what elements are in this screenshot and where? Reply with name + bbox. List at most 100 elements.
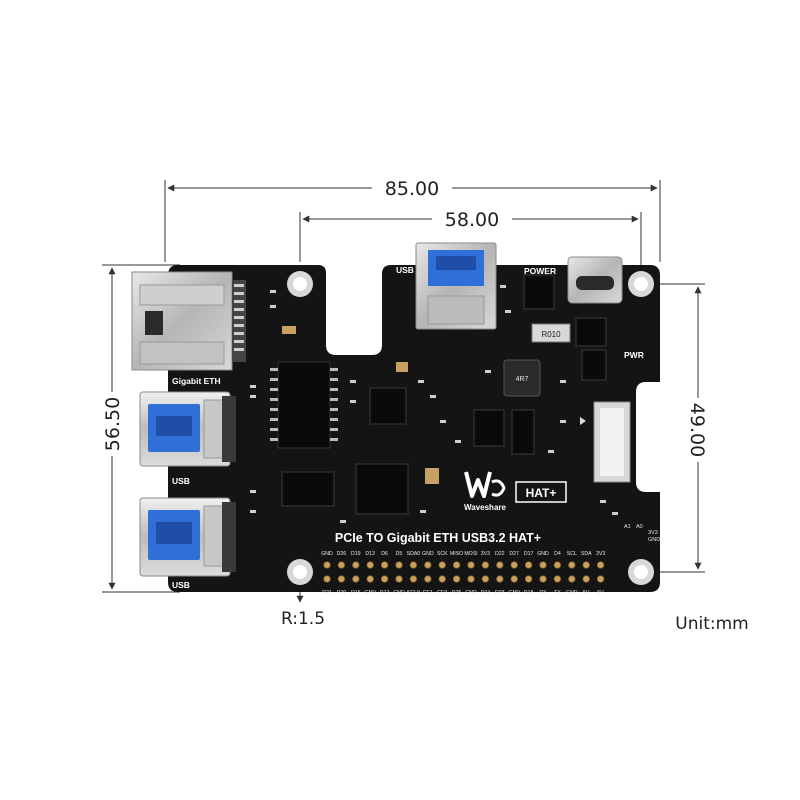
pwr-label: PWR bbox=[624, 350, 644, 360]
gpio-bottom-label: GND bbox=[465, 590, 477, 596]
gpio-pin bbox=[510, 561, 519, 569]
gpio-bottom-label: CE1 bbox=[423, 590, 433, 596]
addr-a1-label: A1 bbox=[624, 524, 631, 530]
mounting-holes bbox=[287, 271, 654, 585]
gpio-top-label: SCK bbox=[437, 551, 448, 557]
gpio-top-label: SDA0 bbox=[407, 551, 421, 557]
gpio-pin bbox=[539, 561, 547, 569]
gpio-top-label: D6 bbox=[381, 551, 388, 557]
gpio-bottom-label: D18 bbox=[524, 590, 534, 596]
gpio-pin bbox=[467, 575, 475, 583]
gpio-bottom-label: D25 bbox=[452, 590, 462, 596]
gpio-pin bbox=[495, 561, 504, 569]
gpio-top-label: MISO bbox=[450, 551, 463, 557]
gpio-header-pins bbox=[323, 561, 605, 583]
gpio-pin bbox=[467, 561, 475, 569]
gpio-pin bbox=[351, 561, 360, 569]
gpio-pin bbox=[395, 575, 403, 583]
gpio-top-label: GND bbox=[321, 551, 333, 557]
gpio-pin bbox=[438, 575, 447, 583]
gpio-top-label: SDA bbox=[581, 551, 592, 557]
hole-radius-label: R:1.5 bbox=[281, 609, 325, 629]
gpio-pin bbox=[409, 561, 418, 569]
gpio-top-label: D13 bbox=[365, 551, 375, 557]
gpio-pin bbox=[553, 575, 562, 583]
dimension-labels: 85.00 58.00 56.50 49.00 R:1.5 Unit:mm bbox=[100, 176, 749, 634]
gpio-pin bbox=[481, 561, 490, 569]
gpio-pin bbox=[596, 561, 605, 569]
board-outline bbox=[168, 265, 660, 592]
gpio-bottom-label: D21 bbox=[322, 590, 332, 596]
gpio-pin bbox=[539, 575, 547, 583]
gpio-pin bbox=[495, 575, 504, 583]
gpio-top-label: GND bbox=[422, 551, 434, 557]
gpio-bottom-label: GND bbox=[364, 590, 376, 596]
gpio-pin bbox=[409, 575, 418, 583]
gpio-top-label: 3V3 bbox=[481, 551, 490, 557]
gpio-pin bbox=[423, 561, 432, 569]
gpio-bottom-label: GND bbox=[566, 590, 578, 596]
gpio-pin bbox=[337, 575, 346, 583]
gpio-top-label: D27 bbox=[509, 551, 519, 557]
resistor-label: R010 bbox=[541, 330, 561, 339]
gnd-label: GND bbox=[648, 537, 660, 543]
gpio-top-label: D4 bbox=[554, 551, 561, 557]
gpio-pin bbox=[380, 575, 389, 583]
gpio-pin bbox=[510, 575, 519, 583]
gpio-bottom-label: D23 bbox=[495, 590, 505, 596]
hole-spacing-x-label: 58.00 bbox=[445, 209, 499, 231]
gpio-bottom-label: GND bbox=[508, 590, 520, 596]
gpio-top-label: GND bbox=[537, 551, 549, 557]
gpio-pin bbox=[596, 575, 605, 583]
gpio-pin bbox=[567, 561, 576, 569]
gpio-bottom-label: 5V bbox=[597, 590, 604, 596]
unit-label: Unit:mm bbox=[675, 614, 748, 634]
gpio-pin bbox=[395, 561, 403, 569]
gpio-pin bbox=[438, 561, 447, 569]
gpio-top-label: D17 bbox=[524, 551, 534, 557]
hat-badge-frame bbox=[515, 481, 567, 503]
hole-spacing-y-label: 49.00 bbox=[686, 403, 708, 457]
usb-c-power-connector bbox=[567, 256, 623, 304]
gpio-pin bbox=[337, 561, 346, 569]
gpio-pin bbox=[582, 561, 590, 569]
gpio-pin bbox=[323, 575, 331, 583]
pcb-components: 4R7 R010 bbox=[250, 274, 631, 523]
gpio-bottom-label: SCL0 bbox=[407, 590, 420, 596]
gpio-bottom-label: CE0 bbox=[437, 590, 447, 596]
gpio-pin bbox=[366, 575, 375, 583]
addr-a0-label: A0 bbox=[636, 524, 643, 530]
gpio-pin bbox=[366, 561, 375, 569]
gpio-bottom-label: 5V bbox=[583, 590, 590, 596]
gpio-pin bbox=[582, 575, 590, 583]
usb-top-label: USB bbox=[396, 265, 414, 275]
gpio-bottom-label: D16 bbox=[351, 590, 361, 596]
hat-badge: HAT+ bbox=[526, 486, 557, 500]
width-total-label: 85.00 bbox=[385, 178, 439, 200]
gpio-top-label: D19 bbox=[351, 551, 361, 557]
brand-label: Waveshare bbox=[464, 503, 507, 512]
usb-left-1-label: USB bbox=[172, 476, 190, 486]
gpio-pin bbox=[323, 561, 331, 569]
gpio-top-label: SCL bbox=[567, 551, 577, 557]
gpio-top-label: D26 bbox=[337, 551, 347, 557]
gpio-pin bbox=[567, 575, 576, 583]
height-total-label: 56.50 bbox=[102, 397, 124, 451]
pcb-board: Gigabit ETH USB USB USB bbox=[131, 242, 660, 596]
usb-port-top bbox=[415, 242, 497, 330]
gpio-pin bbox=[524, 575, 533, 583]
gpio-pin bbox=[423, 575, 432, 583]
board-title: PCIe TO Gigabit ETH USB3.2 HAT+ bbox=[335, 531, 541, 545]
gpio-pin bbox=[524, 561, 533, 569]
power-label: POWER bbox=[524, 266, 556, 276]
waveshare-logo bbox=[464, 471, 506, 498]
ethernet-jack bbox=[131, 271, 246, 371]
gpio-bottom-label: D12 bbox=[380, 590, 390, 596]
gpio-top-label: D5 bbox=[396, 551, 403, 557]
gpio-bottom-label: TX bbox=[554, 590, 561, 596]
gpio-pin bbox=[553, 561, 562, 569]
gpio-top-label: D22 bbox=[495, 551, 505, 557]
gigabit-eth-label: Gigabit ETH bbox=[172, 376, 221, 386]
